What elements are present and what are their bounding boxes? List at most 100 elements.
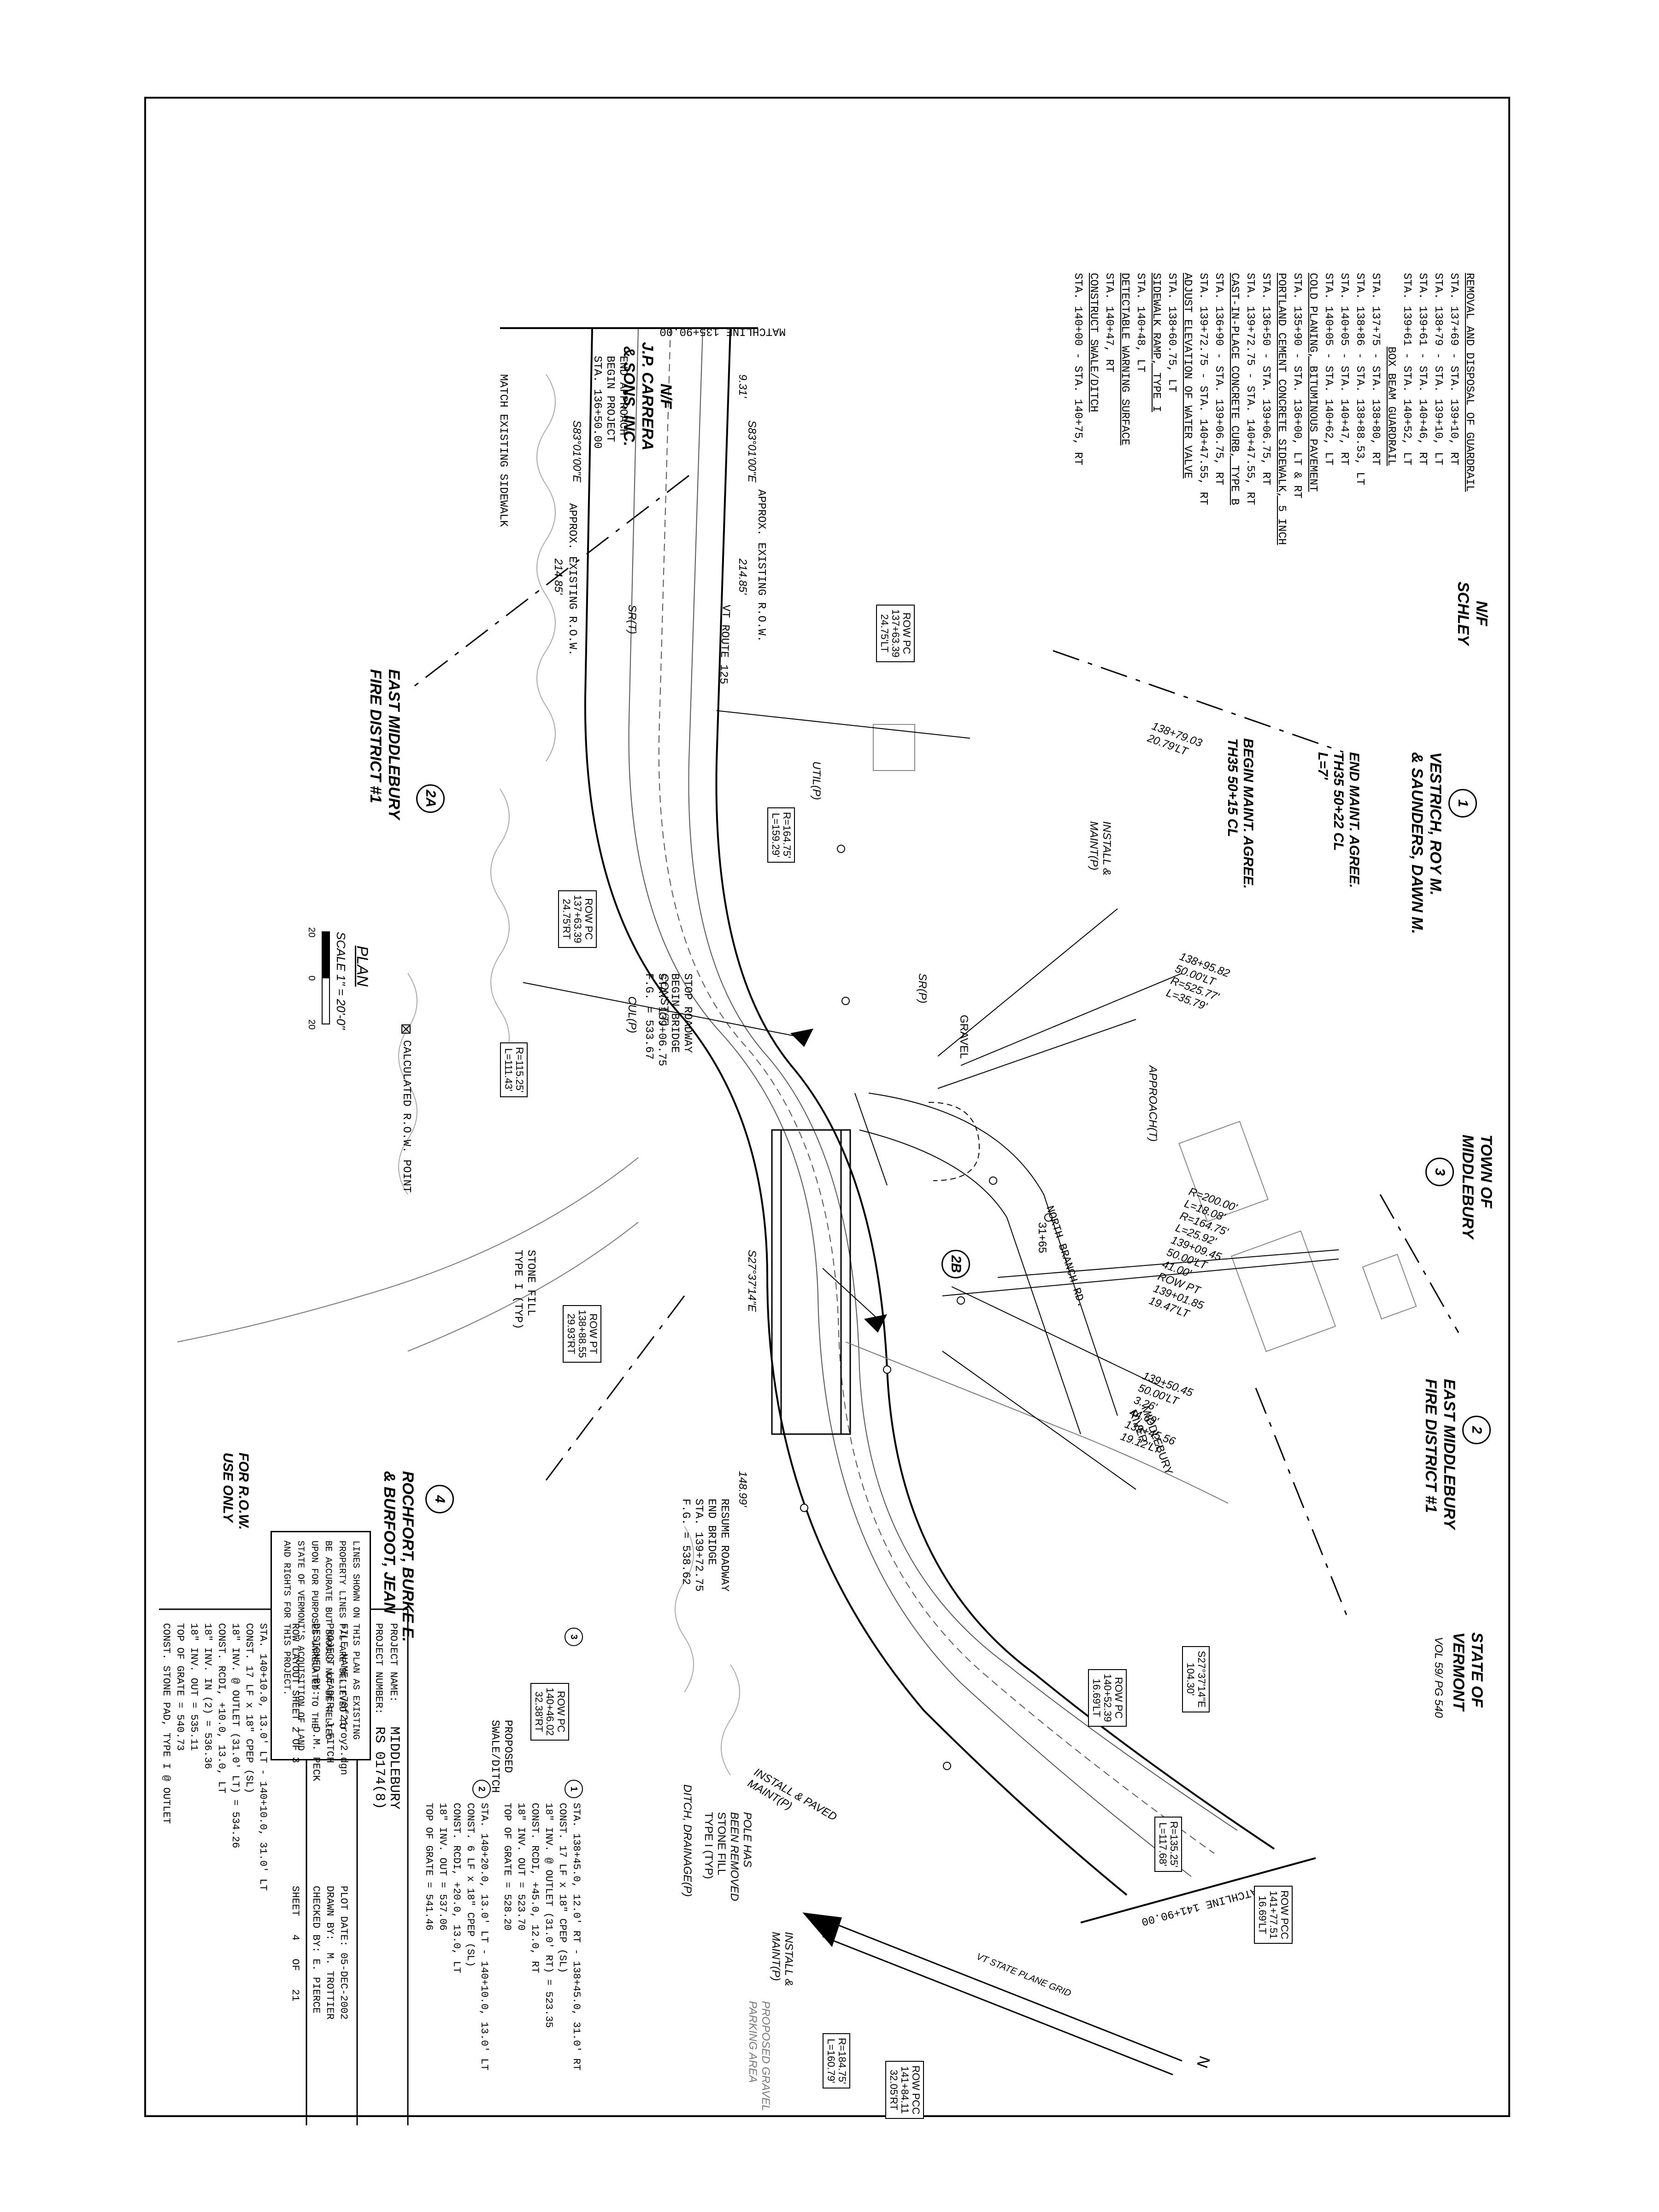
- bearing-box: S27°37'14"E 104.30': [1182, 1646, 1210, 1712]
- util-p-label: UTIL(P): [810, 761, 823, 800]
- parcel-2a-marker: 2A: [416, 784, 445, 813]
- row-pcc-box-b: ROW PCC 141+84.11 32.05'RT: [885, 2061, 924, 2119]
- box-line: 16.69'LT: [1257, 1895, 1268, 1934]
- note-line: STA. 140+47, RT: [1103, 273, 1115, 373]
- property-line-pl-bottom: [545, 1295, 685, 1481]
- begin-maint-agree: BEGIN MAINT. AGREE. TH35 50+15 CL: [1224, 738, 1256, 889]
- scale-tick-mid: 0: [306, 976, 317, 981]
- matchline-right: [1080, 1857, 1316, 1924]
- box-line: ROW PC: [901, 612, 912, 654]
- drainage-line: 18" INV. OUT = 535.11: [188, 1623, 200, 1751]
- drainage-line: TOP OF GRATE = 528.20: [501, 1803, 513, 1931]
- project-number-label: PROJECT NUMBER:: [373, 1623, 384, 1715]
- parcel-1-marker: 1: [1448, 789, 1477, 818]
- box-line: 32.05'RT: [888, 2070, 900, 2111]
- note-line: STA. 138+79 - STA. 139+10, LT: [1432, 273, 1444, 465]
- label-line: F.G. = 533.67: [642, 973, 655, 1060]
- project-name: MIDDLEBURY: [386, 1726, 402, 1810]
- box-line: R=184.75': [836, 2038, 848, 2084]
- label-line: USE ONLY: [220, 1453, 235, 1523]
- drainage-item-1: STA. 138+45.0, 12.0' RT - 138+45.0, 31.0…: [500, 1803, 583, 2071]
- box-line: L=160.79': [825, 2038, 837, 2083]
- drainage-line: STA. 138+45.0, 12.0' RT - 138+45.0, 31.0…: [571, 1803, 582, 2071]
- label-line: BEGIN PROJECT: [604, 356, 616, 442]
- sr-t-label: SR(T): [626, 605, 638, 634]
- box-line: 141+84.11: [899, 2066, 911, 2114]
- owner-line: TOWN OF: [1477, 1135, 1495, 1208]
- proposed-parking-label: PROPOSED GRAVEL PARKING AREA: [746, 2001, 772, 2111]
- note-line: STA. 137+69 - STA. 139+10, RT: [1447, 273, 1460, 465]
- drainage-item-2: STA. 140+20.0, 13.0' LT - 140+10.0, 13.0…: [422, 1803, 491, 2071]
- bearing-3: S27°37'14"E: [746, 1250, 758, 1312]
- property-line-pl-left: [412, 475, 689, 688]
- scale-text: SCALE 1" = 20'-0": [334, 932, 348, 1030]
- scale-tick-right: 20: [306, 1019, 317, 1030]
- property-line-pl-top: [1053, 650, 1344, 753]
- drainage-item-2-marker: 2: [472, 1780, 491, 1798]
- owner-state: STATE OF VERMONT: [1449, 1632, 1486, 1711]
- owner-line: N/F: [1473, 600, 1490, 626]
- title-block: PROJECT NAME: MIDDLEBURY PROJECT NUMBER:…: [371, 1623, 402, 1810]
- disclaimer-line: LINES SHOWN ON THIS PLAN AS EXISTING: [350, 1541, 361, 1740]
- drainage-line: STA. 140+10.0, 13.0' LT - 140+10.0, 31.0…: [257, 1623, 269, 1891]
- box-line: 141+77.51: [1268, 1890, 1279, 1939]
- note-line: STA. 138+60.75, LT: [1165, 273, 1178, 393]
- drainage-line: TOP OF GRATE = 541.46: [423, 1803, 435, 1931]
- label-line: POLE HAS: [741, 1812, 753, 1868]
- drainage-line: STA. 140+20.0, 13.0' LT - 140+10.0, 13.0…: [478, 1803, 490, 2071]
- row-pc-box-bottom: ROW PC 137+63.39 24.75'RT: [558, 890, 597, 948]
- plot-date: PLOT DATE: 05-DEC-2002: [338, 1886, 349, 2020]
- owner-line: MIDDLEBURY: [1459, 1135, 1477, 1239]
- parcel-2-marker: 2: [1462, 1416, 1491, 1444]
- box-line: 16.69'LT: [1091, 1678, 1102, 1717]
- matchline-left-label: MATCHLINE 135+90.00: [659, 325, 786, 337]
- drainage-line: CONST. 17 LF x 18" CPEP (SL): [557, 1803, 568, 1973]
- end-maint-agree: END MAINT. AGREE. TH35 50+22 CL L=7': [1315, 752, 1362, 888]
- plan-linework: [159, 327, 1459, 2125]
- label-line: MAINT(P): [1088, 821, 1100, 871]
- approx-row-bottom-label: APPROX. EXISTING R.O.W.: [566, 503, 578, 656]
- title-block-sheet-number: SHEET 4 OF 21: [288, 1886, 302, 2001]
- box-line: 24.75'RT: [561, 899, 572, 940]
- scale-bar: [322, 931, 330, 1024]
- box-line: 138+88.55: [577, 1310, 588, 1358]
- note-swale-header: CONSTRUCT SWALE/DITCH: [1087, 273, 1100, 412]
- general-notes: REMOVAL AND DISPOSAL OF GUARDRAIL STA. 1…: [1070, 273, 1477, 545]
- designed-by: DESIGNED BY: D.M. PECK: [310, 1623, 322, 1782]
- box-line: 140+46.02: [544, 1688, 556, 1736]
- box-line: L=159.29': [770, 812, 782, 858]
- property-line-pl-right: [1379, 1194, 1459, 1333]
- drawn-by: DRAWN BY: M. TROTTIER: [324, 1886, 335, 2020]
- curve-a-box: R=164.75' L=159.29': [767, 807, 795, 863]
- title-block-sheet: ROW LAYOUT SHEET 2 OF 3: [288, 1623, 302, 1763]
- note-boxbeam-header: BOX BEAM GUARDRAIL: [1385, 347, 1397, 466]
- project-leader: PROJECT LEADER: J.FITCH: [324, 1623, 335, 1763]
- drainage-line: CONST. RCDI, +45.0, 12.0, RT: [529, 1803, 541, 1973]
- note-curb-header: CAST-IN-PLACE CONCRETE CURB, TYPE B: [1228, 273, 1241, 506]
- box-line: L=111.43': [503, 1048, 514, 1091]
- distance-931: 9.31': [736, 374, 749, 398]
- note-line: STA. 139+72.75 - STA. 140+47.55, RT: [1197, 273, 1209, 506]
- scale-tick-left: 20: [306, 927, 317, 938]
- title-block-dates: PLOT DATE: 05-DEC-2002 DRAWN BY: M. TROT…: [309, 1886, 350, 2019]
- note-removal-header: REMOVAL AND DISPOSAL OF GUARDRAIL: [1463, 273, 1476, 492]
- note-cold-header: COLD PLANING, BITUMINOUS PAVEMENT: [1306, 273, 1319, 492]
- box-line: 140+52.39: [1102, 1674, 1113, 1722]
- bearing-2: S83°01'00"E: [571, 420, 583, 482]
- owner-efd-north: EAST MIDDLEBURY FIRE DISTRICT #1: [1422, 1379, 1459, 1529]
- owner-vestrich: VESTRICH, ROY M. & SAUNDERS, DAWN M.: [1408, 752, 1445, 934]
- box-line: R=135.25': [1168, 1821, 1180, 1868]
- box-line: ROW PC: [1113, 1677, 1124, 1719]
- owner-line: FIRE DISTRICT #1: [1422, 1379, 1440, 1513]
- owner-schley: N/F SCHLEY: [1454, 582, 1491, 645]
- row-pc-box-mid: ROW PC 140+52.39 16.69'LT: [1088, 1669, 1127, 1727]
- label-line: STA. 139+72.75: [692, 1499, 705, 1592]
- label-line: STONE FILL: [524, 1250, 537, 1317]
- label-line: BEGIN MAINT. AGREE.: [1241, 738, 1256, 889]
- label-line: END BRIDGE: [705, 1499, 718, 1565]
- owner-line: N/F: [657, 383, 675, 409]
- distance-2: 214.85': [552, 559, 565, 594]
- label-line: END MAINT. AGREE.: [1347, 752, 1362, 888]
- drainage-line: 18" INV. @ OUTLET (31.0' RT) = 523.35: [543, 1803, 554, 2028]
- row-line-south: [584, 328, 1128, 1896]
